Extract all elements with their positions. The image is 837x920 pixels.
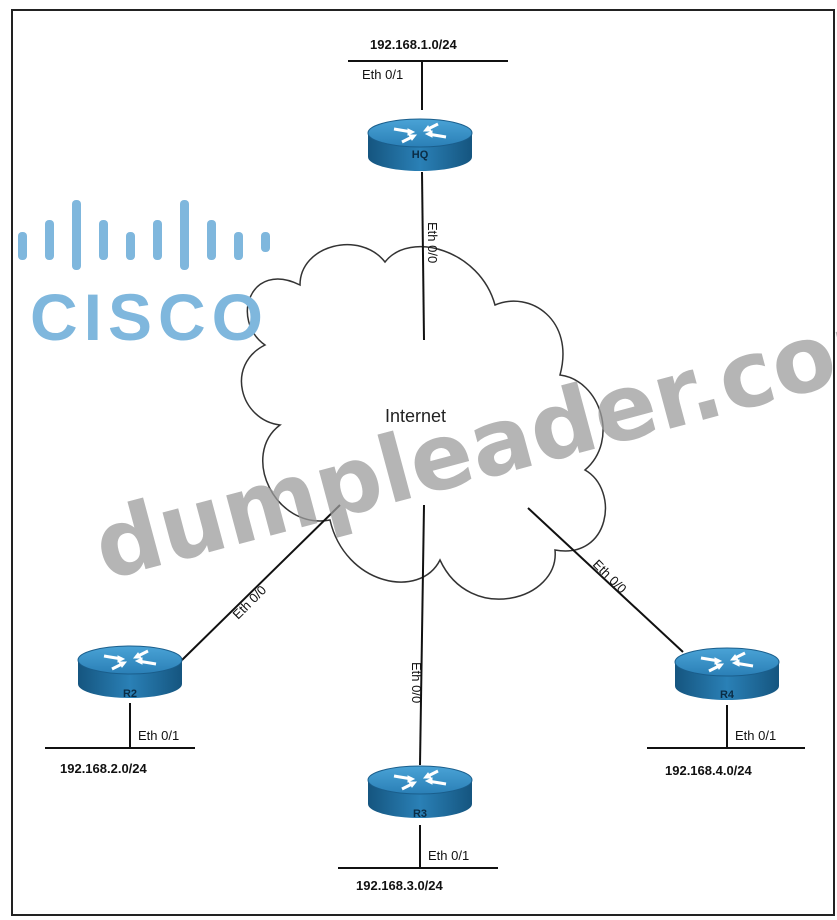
r3-wan-port-label: Eth 0/0: [409, 662, 424, 703]
router-hq-label: HQ: [412, 149, 429, 161]
internet-cloud: [240, 244, 607, 600]
r4-wan-port-label: Eth 0/0: [590, 557, 630, 597]
internet-label: Internet: [385, 406, 446, 426]
r3-lan-port-label: Eth 0/1: [428, 848, 469, 863]
cisco-logo-text: CISCO: [30, 280, 269, 354]
diagram-frame: [11, 9, 835, 916]
link-r4-internet: [527, 507, 684, 653]
cisco-logo: CISCO: [18, 200, 270, 354]
network-1-label: 192.168.1.0/24: [370, 37, 458, 52]
router-r4-label: R4: [720, 689, 735, 701]
r2-wan-port-label: Eth 0/0: [230, 582, 270, 622]
network-4-label: 192.168.4.0/24: [665, 763, 753, 778]
network-3-label: 192.168.3.0/24: [356, 878, 444, 893]
link-r2-internet: [181, 504, 341, 661]
router-hq-icon: [366, 117, 474, 173]
hq-wan-port-label: Eth 0/0: [425, 222, 440, 263]
r2-lan-port-label: Eth 0/1: [138, 728, 179, 743]
link-hq-internet: [421, 171, 425, 341]
router-r2-label: R2: [123, 688, 137, 700]
link-r3-internet: [419, 504, 425, 766]
r4-lan-port-label: Eth 0/1: [735, 728, 776, 743]
hq-lan-port-label: Eth 0/1: [362, 67, 403, 82]
network-2-label: 192.168.2.0/24: [60, 761, 148, 776]
router-r3-label: R3: [413, 808, 427, 820]
